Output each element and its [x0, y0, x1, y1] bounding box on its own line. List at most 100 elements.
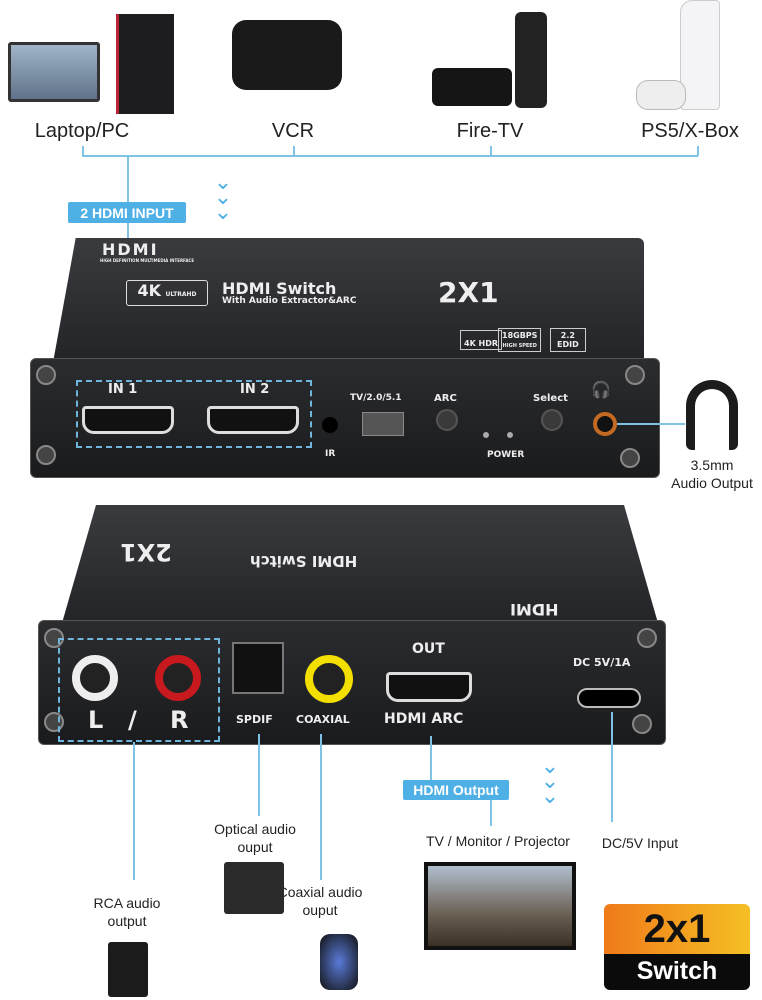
- bookshelf-speakers-image: [224, 862, 284, 914]
- in1-label: IN 1: [108, 382, 138, 397]
- dc-label: DC 5V/1A: [573, 656, 631, 669]
- corner-badge-bottom: Switch: [604, 954, 750, 990]
- select-label: Select: [533, 393, 568, 404]
- spec-edid-version: 2.2: [560, 331, 575, 340]
- screw: [36, 365, 56, 385]
- ir-label: IR: [325, 449, 336, 459]
- usb-c-port[interactable]: [577, 688, 641, 708]
- 4k-badge: 4K ULTRAHD: [126, 280, 208, 306]
- connector-line: [617, 423, 685, 425]
- switch-corner-badge: 2x1 Switch: [604, 904, 750, 990]
- ultrahd-text: ULTRAHD: [165, 291, 197, 298]
- spec-edid-text: EDID: [557, 340, 579, 349]
- model-text-mirrored: 2X1: [120, 538, 172, 566]
- mode-label: TV/2.0/5.1: [350, 393, 402, 403]
- select-button[interactable]: [541, 409, 563, 431]
- connector-line: [293, 146, 295, 156]
- rca-r-label: R: [170, 706, 189, 734]
- hdmi-logo-sub: HIGH DEFINITION MULTIMEDIA INTERFACE: [100, 258, 195, 263]
- connector-line: [490, 146, 492, 156]
- connector-line: [611, 712, 613, 822]
- controller-image: [636, 80, 686, 110]
- hdmi-logo: HDMI: [102, 240, 159, 259]
- spdif-port[interactable]: [232, 642, 284, 694]
- screw: [620, 448, 640, 468]
- fire-tv-box-image: [432, 68, 512, 106]
- spec-18gbps-sub: HIGH SPEED: [502, 343, 537, 349]
- arc-button[interactable]: [436, 409, 458, 431]
- tv-output-label: TV / Monitor / Projector: [426, 833, 570, 849]
- spec-18gbps-text: 18GBPS: [502, 331, 538, 340]
- ir-sensor: [322, 417, 338, 433]
- product-title-mirrored: HDMI Switch: [250, 552, 358, 570]
- out-label: OUT: [412, 641, 445, 657]
- product-title: HDMI Switch: [222, 279, 337, 298]
- screw: [625, 365, 645, 385]
- chevron-down-icon: ⌄⌄⌄: [540, 753, 560, 808]
- optical-output-label: Optical audio ouput: [214, 820, 296, 856]
- power-led: [483, 432, 489, 438]
- 4k-text: 4K: [137, 281, 161, 300]
- source-label-vcr: VCR: [271, 120, 315, 142]
- spec-4k-hdr: 4K HDR: [460, 330, 503, 350]
- hdmi-in1-port[interactable]: [82, 406, 174, 434]
- remote-image: [515, 12, 547, 108]
- corner-badge-top: 2x1: [604, 904, 750, 954]
- rca-left-port[interactable]: [72, 655, 118, 701]
- headphone-label-line1: 3.5mm: [690, 457, 734, 473]
- hdmi-in2-port[interactable]: [207, 406, 299, 434]
- speaker-image: [108, 942, 148, 997]
- connector-line: [133, 742, 135, 880]
- switch-front-top: [52, 238, 644, 368]
- ps5-image: [680, 0, 720, 110]
- connector-line: [258, 734, 260, 816]
- connector-line: [697, 146, 699, 156]
- rca-slash: /: [128, 706, 137, 734]
- rca-highlight: [58, 638, 220, 742]
- headphones-image: [686, 380, 738, 450]
- coaxial-label-line2: ouput: [302, 902, 338, 918]
- chevron-down-icon: ⌄⌄⌄: [213, 169, 233, 224]
- source-label-fire-tv: Fire-TV: [456, 120, 524, 142]
- arc-label: ARC: [434, 393, 457, 404]
- audio-jack[interactable]: [593, 412, 617, 436]
- coaxial-output-label: Coaxial audio ouput: [278, 883, 363, 919]
- camcorder-image: [232, 20, 342, 90]
- headphone-label-line2: Audio Output: [671, 475, 753, 491]
- product-subtitle: With Audio Extractor&ARC: [222, 296, 357, 306]
- in2-label: IN 2: [240, 382, 270, 397]
- switch-back-top: [60, 505, 660, 630]
- power-label: POWER: [487, 450, 525, 460]
- headphone-icon: 🎧: [591, 382, 611, 399]
- mode-switch[interactable]: [362, 412, 404, 436]
- rca-label-line1: RCA audio: [93, 895, 161, 911]
- pc-tower-image: [116, 14, 174, 114]
- connector-line: [82, 146, 84, 156]
- model-text: 2X1: [438, 276, 499, 309]
- rca-right-port[interactable]: [155, 655, 201, 701]
- input-ports-highlight: [76, 380, 312, 448]
- coaxial-label: COAXIAL: [296, 713, 350, 726]
- hdmi-arc-label: HDMI ARC: [384, 711, 464, 727]
- hdmi-out-port[interactable]: [386, 672, 472, 702]
- connector-line: [430, 736, 432, 782]
- spec-18gbps: 18GBPS HIGH SPEED: [498, 328, 542, 352]
- connector-line: [82, 155, 698, 157]
- smart-speaker-image: [320, 934, 358, 990]
- hdmi-logo-mirrored: HDMI: [510, 600, 559, 619]
- rca-l-label: L: [88, 706, 104, 734]
- laptop-image: [8, 42, 100, 102]
- connector-line: [490, 800, 492, 826]
- input-badge: 2 HDMI INPUT: [68, 202, 186, 223]
- optical-label-line1: Optical audio: [214, 821, 296, 837]
- optical-label-line2: ouput: [237, 839, 273, 855]
- screw: [637, 628, 657, 648]
- power-led: [507, 432, 513, 438]
- coaxial-port[interactable]: [305, 655, 353, 703]
- source-label-ps5: PS5/X-Box: [641, 120, 739, 142]
- source-label-laptop: Laptop/PC: [34, 120, 130, 142]
- tv-image: [424, 862, 576, 950]
- coaxial-label-line1: Coaxial audio: [277, 884, 363, 900]
